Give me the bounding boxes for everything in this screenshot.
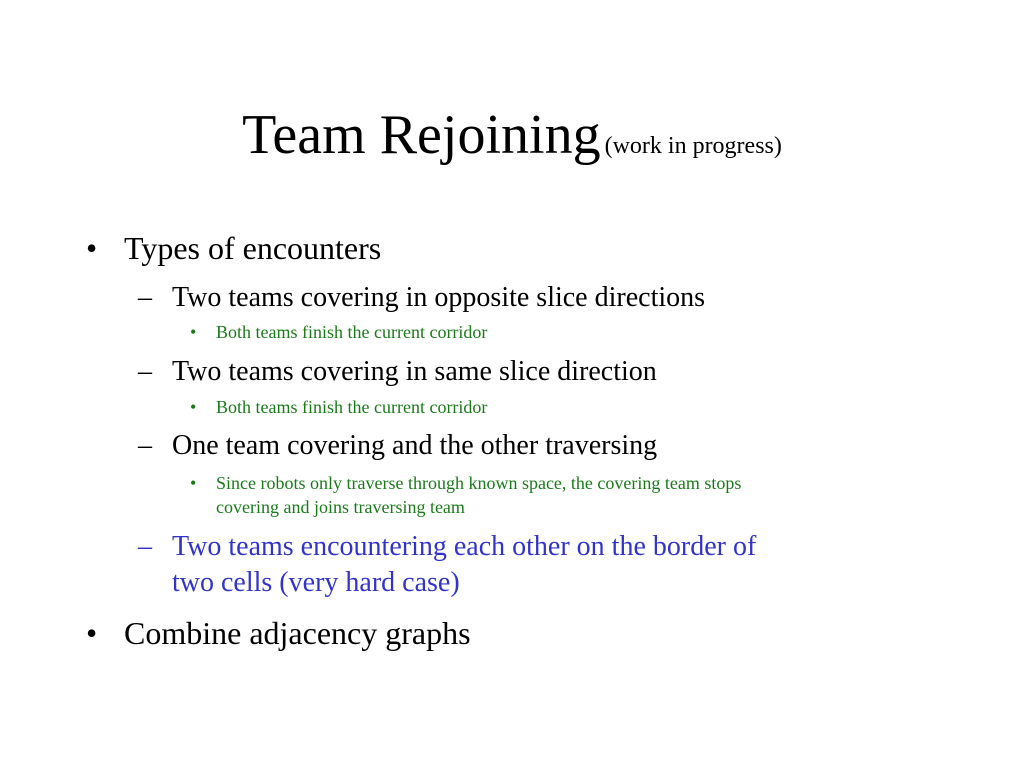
title-main: Team Rejoining bbox=[242, 104, 601, 166]
bullet-marker: • bbox=[86, 230, 98, 266]
sub-item-text: Two teams covering in same slice directi… bbox=[172, 356, 657, 387]
detail-item-text: Both teams finish the current corridor bbox=[216, 322, 488, 342]
detail-item-text: Both teams finish the current corridor bbox=[216, 397, 488, 417]
detail-item-text-line1: Since robots only traverse through known… bbox=[216, 473, 742, 493]
bullet-marker: • bbox=[86, 615, 98, 651]
sub-item-text-line2: two cells (very hard case) bbox=[172, 567, 460, 598]
bullet-text: Combine adjacency graphs bbox=[124, 615, 471, 651]
dash-marker: – bbox=[138, 282, 152, 313]
detail-item-text-line2: covering and joins traversing team bbox=[216, 497, 465, 517]
bullet-text: Types of encounters bbox=[124, 230, 382, 266]
dash-marker: – bbox=[138, 531, 152, 562]
title-note: (work in progress) bbox=[604, 133, 782, 159]
bullet-marker: • bbox=[190, 322, 197, 342]
bullet-marker: • bbox=[190, 397, 197, 417]
slide-title: Team Rejoining (work in progress) bbox=[0, 102, 1024, 168]
bullet-marker: • bbox=[190, 473, 197, 493]
sub-item-text: Two teams covering in opposite slice dir… bbox=[172, 282, 706, 313]
dash-marker: – bbox=[138, 356, 152, 387]
dash-marker: – bbox=[138, 430, 152, 461]
sub-item-text: One team covering and the other traversi… bbox=[172, 430, 658, 461]
sub-item-text-line1: Two teams encountering each other on the… bbox=[172, 531, 757, 562]
